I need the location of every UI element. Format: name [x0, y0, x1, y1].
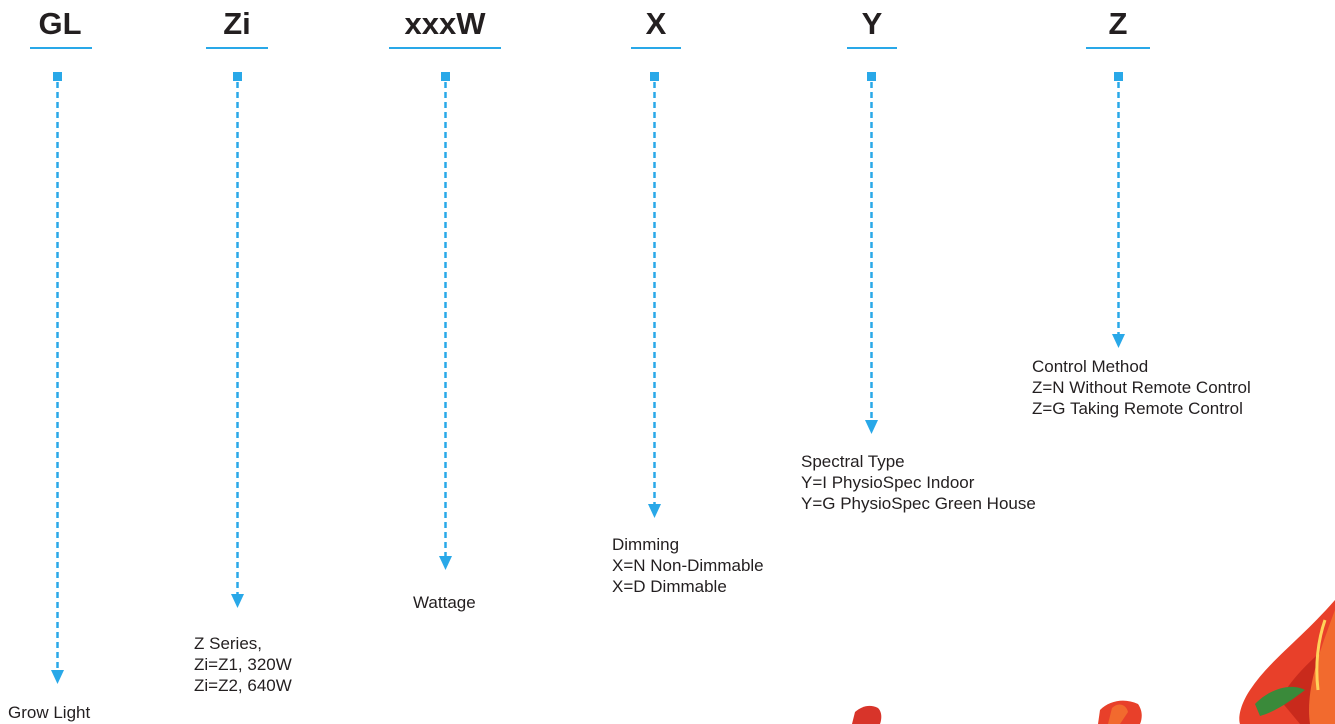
desc-y-line-2: Y=I PhysioSpec Indoor — [801, 473, 975, 492]
desc-zi-line-3: Zi=Z2, 640W — [194, 676, 292, 695]
code-y-underline — [847, 47, 897, 49]
code-x: X — [645, 6, 667, 41]
code-xxxw: xxxW — [404, 6, 486, 41]
desc-y-line-1: Spectral Type — [801, 452, 905, 471]
desc-z-line-3: Z=G Taking Remote Control — [1032, 399, 1243, 418]
code-gl-underline — [30, 47, 92, 49]
desc-xxxw: Wattage — [413, 592, 476, 613]
arrow-xxxw — [439, 72, 452, 570]
flower-large-icon — [1239, 600, 1335, 724]
arrow-gl — [51, 72, 64, 684]
code-gl: GL — [38, 6, 82, 41]
desc-gl: Grow Light — [8, 702, 90, 723]
desc-zi-line-1: Z Series, — [194, 634, 263, 653]
desc-xxxw-line-1: Wattage — [413, 593, 476, 612]
arrow-x — [648, 72, 661, 518]
arrow-z — [1112, 72, 1125, 348]
desc-x: Dimming X=N Non-Dimmable X=D Dimmable — [612, 534, 764, 597]
desc-z: Control Method Z=N Without Remote Contro… — [1032, 356, 1251, 419]
desc-zi-line-2: Zi=Z1, 320W — [194, 655, 292, 674]
desc-z-line-1: Control Method — [1032, 357, 1149, 376]
desc-y: Spectral Type Y=I PhysioSpec Indoor Y=G … — [801, 451, 1036, 514]
desc-x-line-1: Dimming — [612, 535, 680, 554]
code-x-underline — [631, 47, 681, 49]
flower-mid-icon — [1098, 700, 1142, 724]
desc-gl-line-1: Grow Light — [8, 703, 91, 722]
code-z: Z — [1108, 6, 1128, 41]
code-xxxw-underline — [389, 47, 501, 49]
desc-zi: Z Series, Zi=Z1, 320W Zi=Z2, 640W — [194, 633, 292, 696]
code-zi: Zi — [223, 6, 251, 41]
desc-x-line-3: X=D Dimmable — [612, 577, 727, 596]
arrow-y — [865, 72, 878, 434]
desc-x-line-2: X=N Non-Dimmable — [612, 556, 764, 575]
code-y: Y — [861, 6, 883, 41]
code-z-underline — [1086, 47, 1150, 49]
desc-y-line-3: Y=G PhysioSpec Green House — [801, 494, 1036, 513]
flower-small-icon — [852, 705, 882, 724]
desc-z-line-2: Z=N Without Remote Control — [1032, 378, 1251, 397]
arrow-zi — [231, 72, 244, 608]
code-zi-underline — [206, 47, 268, 49]
